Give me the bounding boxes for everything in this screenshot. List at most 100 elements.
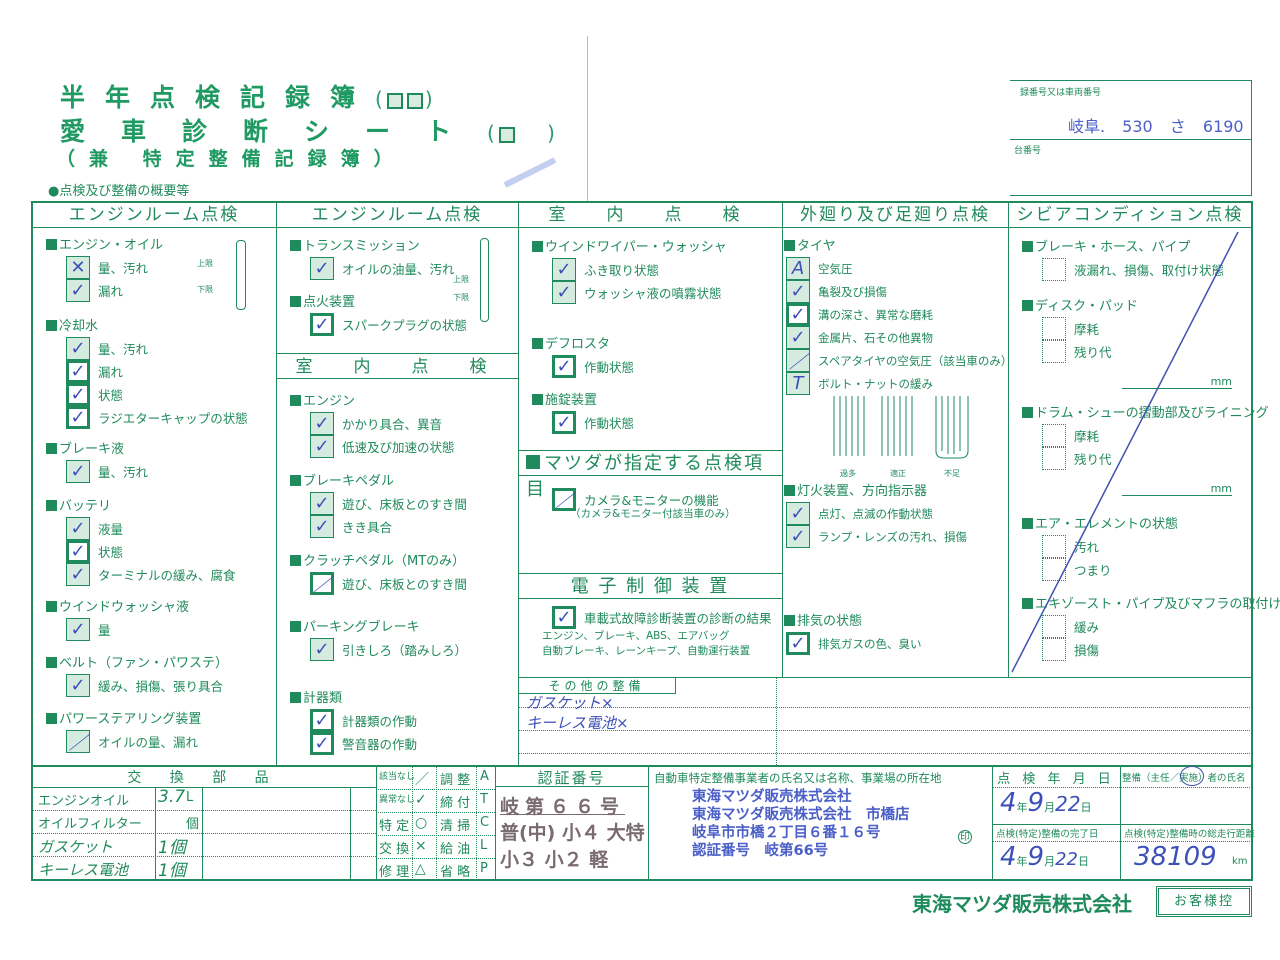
check-item-label: 摩耗	[1074, 429, 1100, 444]
checkbox[interactable]: ／	[552, 488, 576, 512]
section-heading: ブレーキペダル	[290, 472, 467, 492]
checkbox[interactable]: ✓	[310, 313, 334, 336]
selected-role-circle	[1180, 766, 1204, 786]
check-item-label: 金属片、石その他異物	[818, 330, 933, 345]
checkbox[interactable]: ✓	[552, 281, 576, 304]
checkbox[interactable]: ✓	[310, 732, 334, 755]
business-line: 東海マツダ販売株式会社 市橋店	[692, 807, 910, 823]
inspection-section: 計器類✓計器類の作動✓警音器の作動	[290, 689, 417, 755]
checkbox[interactable]: ✓	[66, 674, 90, 697]
check-item: つまり	[1042, 558, 1178, 581]
checkbox[interactable]: ✓	[786, 525, 810, 548]
check-item-label: 量、汚れ	[98, 342, 149, 357]
checkbox[interactable]	[1042, 340, 1066, 363]
checkbox[interactable]	[1042, 317, 1066, 340]
certification-number: 岐第６６号	[500, 796, 626, 818]
checkbox[interactable]: ✓	[786, 303, 810, 326]
checkbox[interactable]: ✓	[66, 337, 90, 360]
checkbox[interactable]: ✓	[66, 279, 90, 302]
checkbox[interactable]: ✓	[310, 412, 334, 435]
check-item-label: 計器類の作動	[342, 714, 418, 729]
section-heading: バッテリ	[46, 497, 236, 517]
footer-company: 東海マツダ販売株式会社	[912, 892, 1132, 916]
column-header-interior: 室 内 点 検	[518, 202, 782, 228]
section-heading: 計器類	[290, 689, 417, 709]
checkbox[interactable]: ✓	[552, 258, 576, 281]
checkbox[interactable]: ✓	[786, 280, 810, 303]
checkbox[interactable]	[1042, 535, 1066, 558]
checkbox[interactable]	[1042, 447, 1066, 470]
checkbox[interactable]: ✓	[66, 406, 90, 429]
check-item: ✓ 遊び、床板とのすき間	[310, 492, 467, 515]
section-heading: クラッチペダル（MTのみ）	[290, 552, 467, 572]
checkbox[interactable]: ／	[786, 349, 810, 373]
subheader-ecu: 電 子 制 御 装 置	[518, 573, 782, 599]
checkbox[interactable]: ✓	[310, 515, 334, 538]
reg-value: 岐阜. 530 さ 6190	[1068, 117, 1244, 136]
inspection-section: ✓車載式故障診断装置の診断の結果エンジン、ブレーキ、ABS、エアバッグ自動ブレー…	[532, 606, 772, 659]
check-item-label: 溝の深さ、異常な磨耗	[818, 307, 933, 322]
check-item-label: 亀裂及び損傷	[818, 284, 887, 299]
section-heading: トランスミッション	[290, 237, 455, 257]
check-item-label: 損傷	[1074, 643, 1100, 658]
legend-label: 交 換	[379, 842, 410, 857]
checkbox[interactable]	[1042, 424, 1066, 447]
checkbox[interactable]: A	[786, 257, 810, 280]
inspection-section: 点火装置✓スパークプラグの状態	[290, 293, 467, 336]
check-item-label: ラジエターキャップの状態	[98, 411, 248, 426]
checkbox[interactable]: ✓	[552, 411, 576, 434]
checkbox[interactable]: ✓	[66, 460, 90, 483]
check-item: ✓ 量、汚れ	[66, 337, 248, 360]
checkbox[interactable]: ✓	[786, 326, 810, 349]
checkbox[interactable]: ✓	[552, 355, 576, 378]
checkbox[interactable]: ✓	[310, 435, 334, 458]
check-item: ✓ きき具合	[310, 515, 467, 538]
checkbox[interactable]: ／	[66, 730, 90, 754]
checkbox[interactable]	[1042, 258, 1066, 281]
checkbox[interactable]: ✓	[786, 502, 810, 525]
part-name: キーレス電池	[38, 861, 129, 879]
check-item-label: ふき取り状態	[584, 263, 660, 278]
section-heading: タイヤ	[784, 237, 1012, 257]
check-item-label: 量、汚れ	[98, 465, 149, 480]
checkbox[interactable]: ✓	[552, 606, 576, 629]
checkbox[interactable]: ✓	[310, 257, 334, 280]
part-quantity: 1個	[158, 838, 186, 858]
checkbox[interactable]	[1042, 615, 1066, 638]
checkbox[interactable]	[1042, 558, 1066, 581]
mm-input[interactable]: mm	[1122, 375, 1232, 389]
checkbox[interactable]: ✓	[66, 540, 90, 563]
check-item: 液漏れ、損傷、取付け状態	[1042, 258, 1224, 281]
check-item-label: 遊び、床板とのすき間	[342, 497, 467, 512]
mm-input[interactable]: mm	[1122, 482, 1232, 496]
check-item-label: きき具合	[342, 520, 393, 535]
tire-label-proper: 適正	[890, 469, 906, 478]
inspection-section: 排気の状態✓排気ガスの色、臭い	[784, 612, 922, 655]
checkbox[interactable]: ✓	[310, 638, 334, 661]
title-text: 半年点検記録簿	[60, 83, 376, 112]
registration-box: 録番号又は車両番号 岐阜. 530 さ 6190 台番号	[1010, 80, 1252, 196]
legend-action: 調 整	[440, 773, 471, 788]
dipstick-icon	[480, 238, 489, 322]
checkbox[interactable]: ✕	[66, 256, 90, 279]
business-line: 岐阜市市橋２丁目６番１６号	[692, 825, 881, 841]
checkbox[interactable]: T	[786, 372, 810, 395]
checkbox[interactable]: ✓	[66, 360, 90, 383]
checkbox[interactable]: ✓	[66, 563, 90, 586]
checkbox[interactable]: ✓	[66, 517, 90, 540]
title-text: 愛車診断シート	[60, 117, 488, 146]
inspection-date: 4年9月22日	[1000, 788, 1092, 818]
mazda-title: マツダが指定する点検項目	[526, 453, 764, 500]
checkbox[interactable]: ✓	[66, 618, 90, 641]
checkbox[interactable]: ✓	[310, 492, 334, 515]
checkbox[interactable]: ✓	[66, 383, 90, 406]
check-item: 残り代	[1042, 340, 1232, 363]
part-name: エンジンオイル	[38, 794, 130, 809]
part-unit: L	[186, 790, 194, 805]
checkbox[interactable]	[1042, 638, 1066, 661]
subheader-mazda: マツダが指定する点検項目	[518, 450, 782, 500]
check-item-label: かかり具合、異音	[342, 417, 443, 432]
checkbox[interactable]: ✓	[786, 632, 810, 655]
checkbox[interactable]: ✓	[310, 709, 334, 732]
checkbox[interactable]: ／	[310, 572, 334, 596]
